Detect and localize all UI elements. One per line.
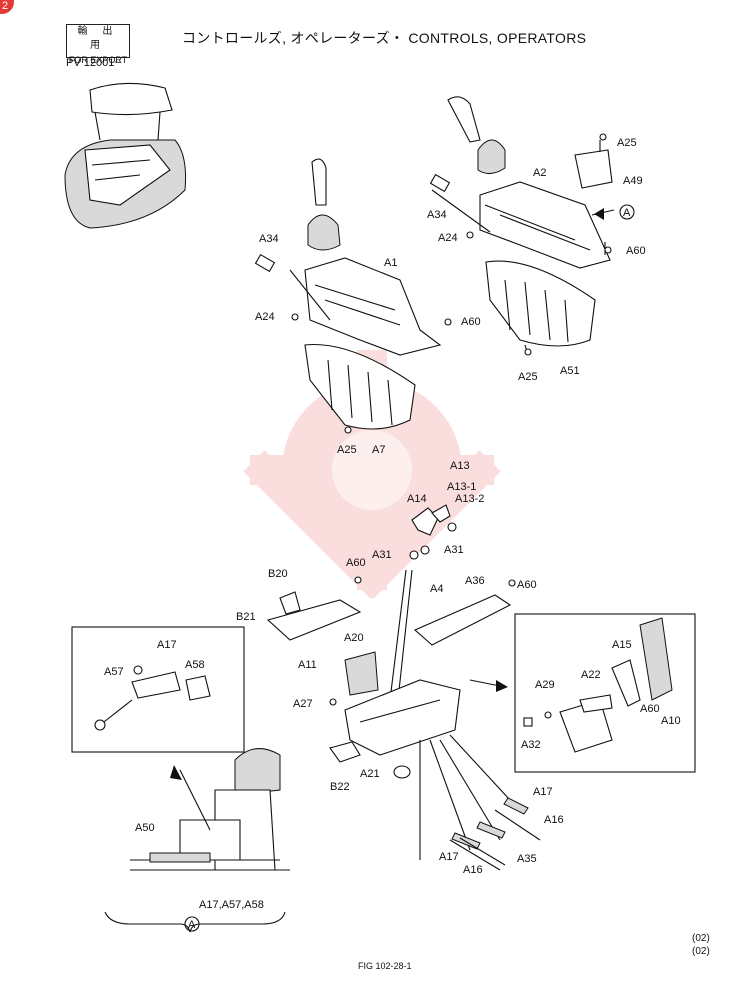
callout-a21: A21 xyxy=(360,768,380,780)
callout-a60-mid: A60 xyxy=(346,557,366,569)
revision-1: (02) xyxy=(692,933,710,944)
callout-a57: A57 xyxy=(104,666,124,678)
callout-a13: A13 xyxy=(450,460,470,472)
callout-a20: A20 xyxy=(344,632,364,644)
callout-a7: A7 xyxy=(372,444,385,456)
callout-a13-1: A13-1 xyxy=(447,481,476,493)
callout-b20: B20 xyxy=(268,568,288,580)
serial-range: PV 12001~ xyxy=(66,57,121,69)
callout-a51: A51 xyxy=(560,365,580,377)
callout-a25-right: A25 xyxy=(518,371,538,383)
callout-a27: A27 xyxy=(293,698,313,710)
callout-view-a-bottom: A xyxy=(188,919,196,931)
callout-a60-left: A60 xyxy=(461,316,481,328)
callout-a60-a36: A60 xyxy=(517,579,537,591)
callout-a49: A49 xyxy=(623,175,643,187)
callout-a24-left: A24 xyxy=(255,311,275,323)
callout-a17-a57-a58: A17,A57,A58 xyxy=(199,899,264,911)
lever-parts-middle xyxy=(266,504,516,860)
export-stamp-jp: 輸 出 用 xyxy=(77,26,119,51)
callout-a25-left: A25 xyxy=(337,444,357,456)
callout-a16-bottom: A16 xyxy=(463,864,483,876)
callout-a36: A36 xyxy=(465,575,485,587)
callout-a4: A4 xyxy=(430,583,443,595)
callout-b21: B21 xyxy=(236,611,256,623)
callout-b22: B22 xyxy=(330,781,350,793)
callout-a58: A58 xyxy=(185,659,205,671)
callout-a34-left: A34 xyxy=(259,233,279,245)
corner-badge-text: 2 xyxy=(2,0,9,12)
callout-a22: A22 xyxy=(581,669,601,681)
console-assembly-left xyxy=(254,158,452,434)
detail-box-right xyxy=(514,613,696,773)
export-stamp: 輸 出 用 FOR EXPORT xyxy=(66,24,130,65)
callout-a11: A11 xyxy=(298,659,317,671)
console-thumbnail xyxy=(64,82,186,229)
callout-a17-detail: A17 xyxy=(157,639,177,651)
callout-a17-right: A17 xyxy=(533,786,553,798)
view-a-detail xyxy=(104,748,290,933)
callout-a34-right: A34 xyxy=(427,209,447,221)
callout-a29: A29 xyxy=(535,679,555,691)
view-a-marker xyxy=(619,204,635,220)
export-stamp-en: FOR EXPORT xyxy=(68,55,128,65)
callout-a13-2: A13-2 xyxy=(455,493,484,505)
revision-2: (02) xyxy=(692,946,710,957)
callout-a14: A14 xyxy=(407,493,427,505)
cable-ends xyxy=(449,797,541,871)
console-assembly-right xyxy=(429,96,615,356)
callout-a31-left: A31 xyxy=(372,549,392,561)
callout-a17-bottom: A17 xyxy=(439,851,459,863)
callout-a15: A15 xyxy=(612,639,632,651)
callout-a60-detail: A60 xyxy=(640,703,660,715)
callout-a2: A2 xyxy=(533,167,546,179)
callout-a10: A10 xyxy=(661,715,681,727)
callout-a16-right: A16 xyxy=(544,814,564,826)
callout-a60-right: A60 xyxy=(626,245,646,257)
callout-a50: A50 xyxy=(135,822,155,834)
detail-box-left xyxy=(71,626,245,753)
callout-a24-right: A24 xyxy=(438,232,458,244)
figure-number: FIG 102-28-1 xyxy=(358,961,412,971)
callout-labels: A1 A2 A34 A34 A24 A24 A60 A60 A60 A60 A6… xyxy=(104,137,681,931)
callout-a32: A32 xyxy=(521,739,541,751)
callout-a31-right: A31 xyxy=(444,544,464,556)
callout-a35: A35 xyxy=(517,853,537,865)
callout-a1: A1 xyxy=(384,257,397,269)
callout-view-a: A xyxy=(623,207,631,219)
callout-a25-top: A25 xyxy=(617,137,637,149)
page-title: コントロールズ, オペレーターズ・ CONTROLS, OPERATORS xyxy=(182,30,587,46)
